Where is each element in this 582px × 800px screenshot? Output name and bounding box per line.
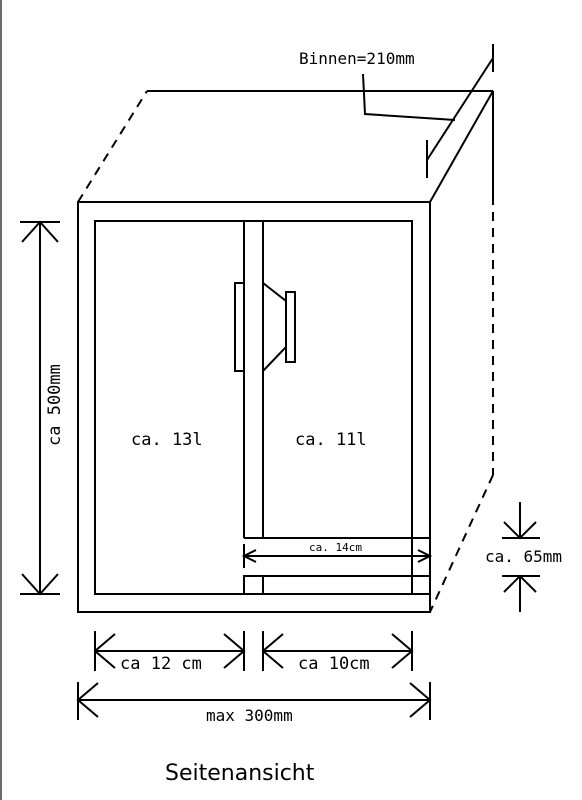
hidden-bottom-edge xyxy=(429,474,494,613)
binnen-dim-line xyxy=(426,57,494,161)
height-label: ca 500mm xyxy=(45,364,65,446)
hidden-top-left-edge xyxy=(77,90,148,203)
height-arrow-bottom xyxy=(21,573,59,596)
volume-right-label: ca. 11l xyxy=(295,430,367,450)
width-right-label: ca 10cm xyxy=(298,654,370,674)
width-left-arrow-right xyxy=(223,633,246,669)
top-right-edge xyxy=(429,90,494,203)
inner-width-label: Binnen=210mm xyxy=(299,49,415,68)
driver-frame xyxy=(285,291,296,363)
height-arrow-top xyxy=(21,220,59,243)
port-length-arrow-right xyxy=(417,549,433,563)
cabinet-outer-front xyxy=(77,201,431,613)
width-right-arrow-right xyxy=(391,633,414,669)
width-right-arrow-left xyxy=(261,633,284,669)
driver-cone xyxy=(262,282,287,372)
port-length-arrow-left xyxy=(241,549,257,563)
volume-left-label: ca. 13l xyxy=(131,430,203,450)
driver-magnet xyxy=(234,282,245,372)
width-left-arrow-left xyxy=(93,633,116,669)
port-length-label: ca. 14cm xyxy=(309,541,362,554)
port-height-arrow-bottom xyxy=(503,574,537,593)
port-slot xyxy=(243,575,431,595)
drawing-title: Seitenansicht xyxy=(165,761,315,786)
total-width-label: max 300mm xyxy=(206,706,293,725)
total-width-arrow-right xyxy=(409,682,432,718)
port-height-label: ca. 65mm xyxy=(485,547,562,566)
port-height-arrow-top xyxy=(503,521,537,540)
binnen-leader-line xyxy=(362,73,456,121)
total-width-arrow-left xyxy=(76,682,99,718)
window-left-edge xyxy=(0,0,2,800)
width-left-label: ca 12 cm xyxy=(120,654,202,674)
